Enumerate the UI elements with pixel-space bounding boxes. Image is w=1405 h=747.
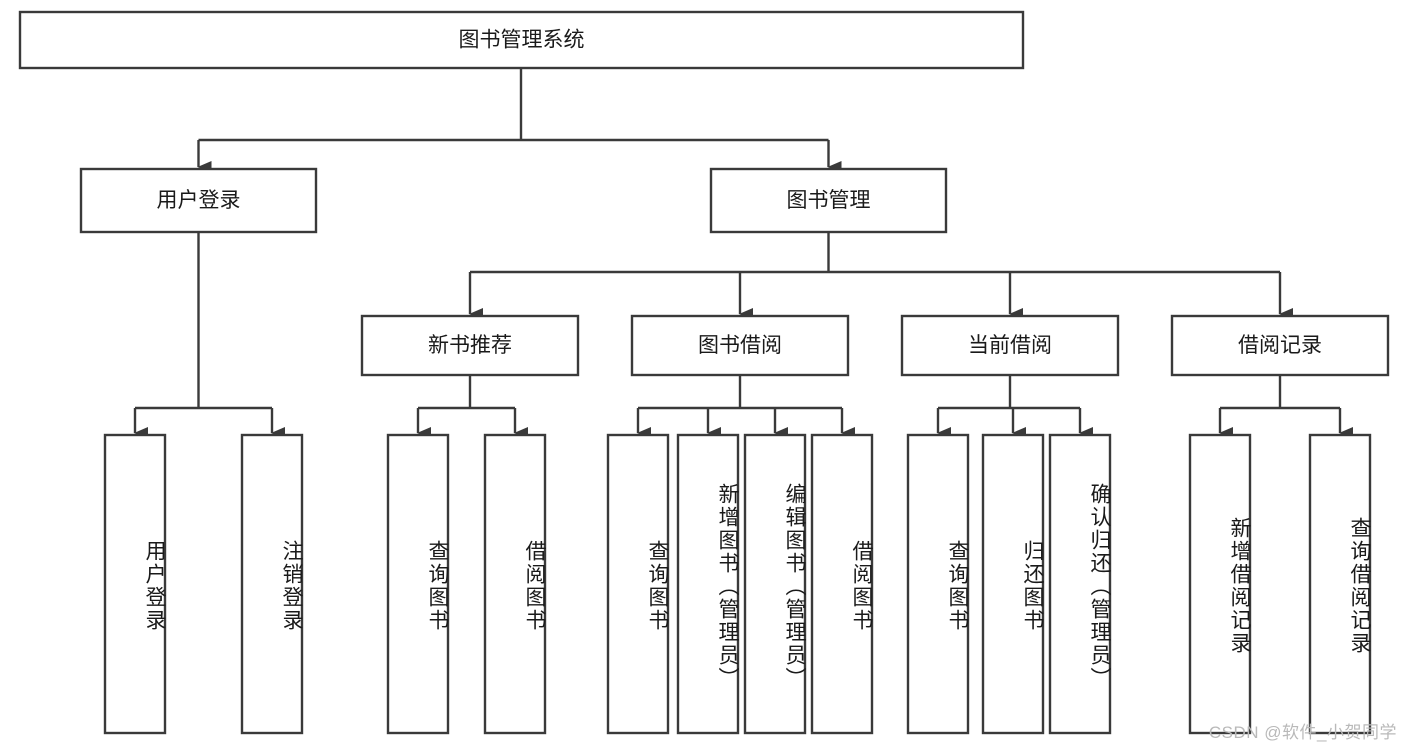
leaf-box-12[interactable] xyxy=(1308,433,1372,735)
node-level3-label-2: 当前借阅 xyxy=(968,334,1052,357)
leaf-box-1[interactable] xyxy=(240,433,304,735)
leaf-box-10[interactable] xyxy=(1048,433,1112,735)
node-level3-label-1: 图书借阅 xyxy=(698,334,782,357)
leaf-box-2[interactable] xyxy=(386,433,450,735)
node-level3-label-3: 借阅记录 xyxy=(1238,334,1322,357)
leaf-box-9[interactable] xyxy=(981,433,1045,735)
boxes-layer xyxy=(18,10,1390,735)
node-level2-label-1: 图书管理 xyxy=(787,189,871,212)
node-level3-box-1[interactable] xyxy=(630,314,850,377)
node-level2-box-0[interactable] xyxy=(79,167,318,234)
leaf-box-5[interactable] xyxy=(676,433,740,735)
edges-layer xyxy=(133,68,1353,439)
node-level3-box-0[interactable] xyxy=(360,314,580,377)
watermark-text: CSDN @软件_小贺同学 xyxy=(1208,723,1397,742)
node-root-label: 图书管理系统 xyxy=(459,29,585,52)
leaf-box-8[interactable] xyxy=(906,433,970,735)
leaf-box-6[interactable] xyxy=(743,433,807,735)
node-level2-label-0: 用户登录 xyxy=(157,189,241,212)
leaf-box-0[interactable] xyxy=(103,433,167,735)
node-level3-box-3[interactable] xyxy=(1170,314,1390,377)
node-level2-box-1[interactable] xyxy=(709,167,948,234)
node-level3-box-2[interactable] xyxy=(900,314,1120,377)
leaf-box-11[interactable] xyxy=(1188,433,1252,735)
node-root-box[interactable] xyxy=(18,10,1025,70)
node-level3-label-0: 新书推荐 xyxy=(428,334,512,357)
leaf-box-4[interactable] xyxy=(606,433,670,735)
leaf-box-7[interactable] xyxy=(810,433,874,735)
leaf-box-3[interactable] xyxy=(483,433,547,735)
